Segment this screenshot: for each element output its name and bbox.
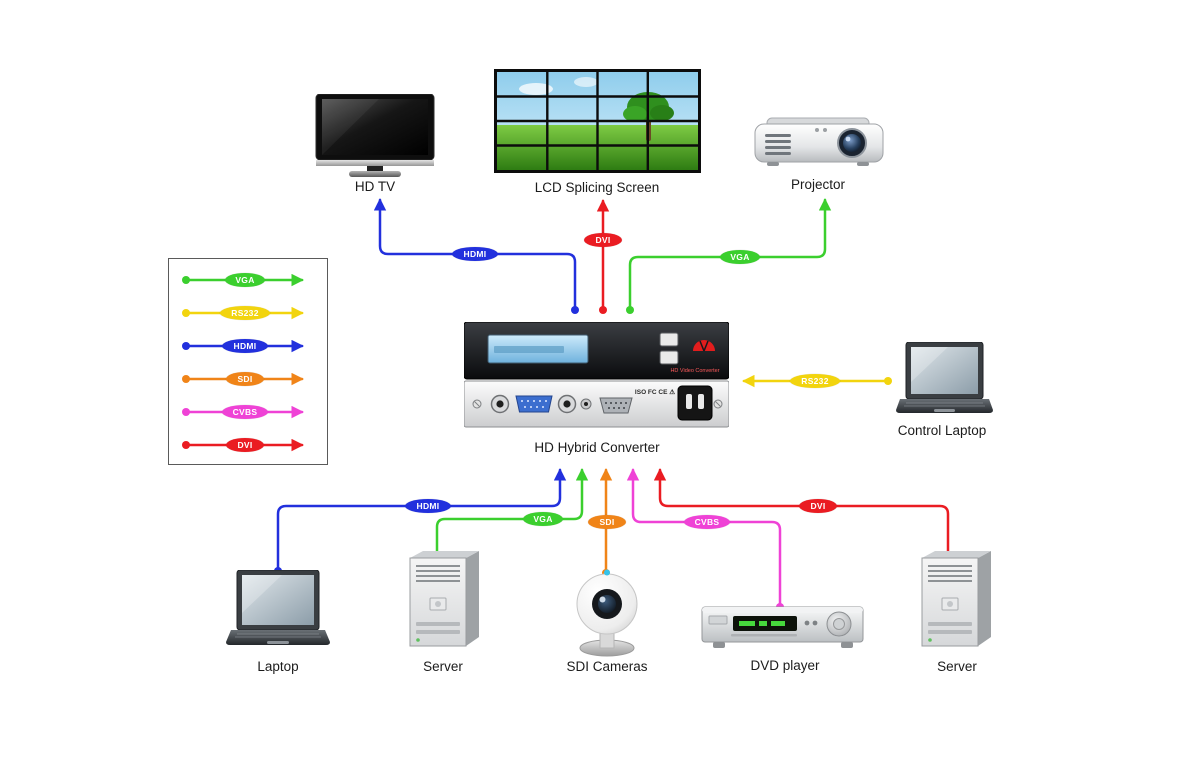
device-laptop [226,569,330,655]
legend-label-dvi: DVI [226,438,264,452]
wire-label-dvi-top: DVI [584,233,622,247]
device-sdi-camera [569,568,645,663]
device-hd-hybrid-converter: HD Video Converter [463,321,730,437]
dvd-player-label: DVD player [750,658,820,673]
converter-label: HD Hybrid Converter [534,440,660,455]
control-laptop-label: Control Laptop [897,423,987,438]
wire-label-hdmi-top: HDMI [452,247,498,261]
legend-box [168,258,328,465]
projector-label: Projector [790,177,846,192]
device-server-2 [918,550,994,655]
disc-tray-icon[interactable] [708,615,728,625]
legend-label-sdi: SDI [226,372,264,386]
wire-cvbs-dvd-to-converter [626,468,782,609]
server-1-label: Server [423,659,463,674]
wire-label-vga-top: VGA [720,250,760,264]
camera-indicator-icon [604,569,610,576]
device-projector [753,116,885,175]
db9-connector-icon [599,397,633,414]
device-lcd-splicing-screen [494,69,701,178]
device-control-laptop [896,341,993,421]
legend-label-hdmi: HDMI [222,339,268,353]
legend-label-vga: VGA [225,273,265,287]
wire-label-cvbs: CVBS [684,515,730,529]
sdi-cameras-label: SDI Cameras [566,659,648,674]
laptop-label: Laptop [257,659,299,674]
vga-connector-icon [515,395,553,413]
wire-vga-server1-to-converter [435,468,589,558]
converter-button-up[interactable] [659,332,679,347]
device-dvd-player [701,600,865,657]
power-inlet-icon [677,385,713,421]
legend-label-cvbs: CVBS [222,405,268,419]
certification-marks: ISO FC CE ⚠ [635,388,676,396]
wire-label-dvi-bottom: DVI [799,499,837,513]
wire-label-vga-bottom: VGA [523,512,563,526]
converter-button-down[interactable] [659,350,679,365]
wire-label-hdmi-bottom: HDMI [405,499,451,513]
device-hd-tv [315,93,435,183]
device-server-1 [406,550,482,655]
wire-label-rs232: RS232 [790,374,840,388]
wire-dvi-server2-to-converter [653,468,950,558]
hd-tv-label: HD TV [354,179,396,194]
wire-label-sdi: SDI [588,515,626,529]
brand-logo-icon [693,340,715,352]
server-2-label: Server [937,659,977,674]
lcd-splicing-screen-label: LCD Splicing Screen [534,180,660,195]
converter-front-text: HD Video Converter [670,368,719,374]
legend-label-rs232: RS232 [220,306,270,320]
